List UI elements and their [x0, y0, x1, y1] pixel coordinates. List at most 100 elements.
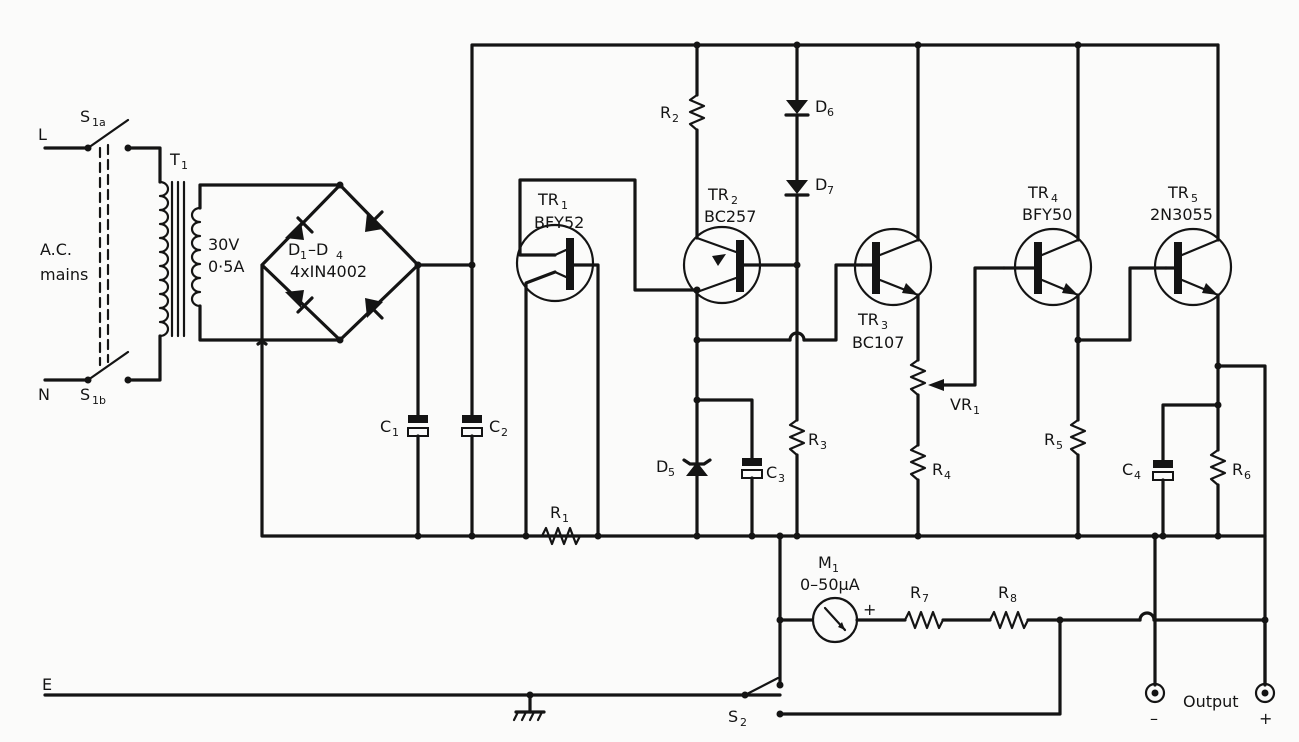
- label-s2-sub: 2: [740, 716, 747, 729]
- label-mains2: mains: [40, 265, 88, 284]
- label-tr5: TR: [1167, 183, 1189, 202]
- label-tr2-sub: 2: [731, 194, 738, 207]
- label-s2: S: [728, 707, 738, 726]
- capacitor-c1: [407, 263, 429, 540]
- label-n: N: [38, 385, 50, 404]
- label-r1: R: [550, 503, 561, 522]
- capacitor-c2: [461, 261, 483, 540]
- label-d7: D: [815, 175, 827, 194]
- label-tr5-sub: 5: [1191, 192, 1198, 205]
- resistor-r6: [1209, 448, 1227, 540]
- label-diode-type: 4xIN4002: [290, 262, 367, 281]
- resistor-r4: [909, 443, 927, 540]
- label-r8: R: [998, 583, 1009, 602]
- label-r7: R: [910, 583, 921, 602]
- label-tr3-type: BC107: [852, 333, 904, 352]
- label-d6-sub: 6: [827, 106, 834, 119]
- label-t1: T: [169, 150, 180, 169]
- label-r2: R: [660, 103, 671, 122]
- resistor-r2: [688, 41, 706, 240]
- label-m1-range: 0–50µA: [800, 575, 860, 594]
- label-s1b: S: [80, 385, 90, 404]
- label-r6-sub: 6: [1244, 469, 1251, 482]
- output-terminals: [1144, 532, 1276, 704]
- label-tr3: TR: [857, 310, 879, 329]
- label-c1: C: [380, 417, 391, 436]
- diode-d7: [784, 180, 810, 422]
- resistor-r8: [988, 610, 1269, 630]
- transistor-tr1: [515, 178, 699, 540]
- diode-d6: [784, 41, 810, 182]
- label-d1-sub: 1: [300, 249, 307, 262]
- label-r1-sub: 1: [562, 512, 569, 525]
- label-c4-sub: 4: [1134, 469, 1141, 482]
- label-tr4-type: BFY50: [1022, 205, 1072, 224]
- transistor-tr3: [853, 41, 933, 362]
- zener-d5: [682, 396, 712, 540]
- transistor-tr2: [682, 225, 801, 538]
- label-r2-sub: 2: [672, 112, 679, 125]
- label-r8-sub: 8: [1010, 592, 1017, 605]
- label-d5-sub: 5: [668, 466, 675, 479]
- label-s1a-sub: 1a: [92, 116, 106, 129]
- label-r4: R: [932, 460, 943, 479]
- label-s1a: S: [80, 107, 90, 126]
- link-tr4-emitter-tr5: [1076, 266, 1168, 342]
- label-sec-volts: 30V: [208, 235, 239, 254]
- label-m1-sub: 1: [832, 562, 839, 575]
- capacitor-c3: [695, 398, 763, 540]
- label-output-minus: –: [1150, 709, 1158, 728]
- label-tr1-sub: 1: [561, 199, 568, 212]
- label-r3-sub: 3: [820, 439, 827, 452]
- label-r6: R: [1232, 460, 1243, 479]
- label-e: E: [42, 675, 52, 694]
- diode-d2: [365, 210, 384, 232]
- label-vr1-sub: 1: [973, 404, 980, 417]
- resistor-r3: [788, 418, 806, 540]
- label-c1-sub: 1: [392, 426, 399, 439]
- meter-m1: [776, 532, 907, 687]
- resistor-r5: [1069, 418, 1087, 540]
- label-sec-amps: 0·5A: [208, 257, 244, 276]
- label-c3: C: [766, 463, 777, 482]
- label-t1-sub: 1: [181, 159, 188, 172]
- rails: [256, 43, 1267, 538]
- label-s1b-sub: 1b: [92, 394, 106, 407]
- label-c4: C: [1122, 460, 1133, 479]
- potentiometer-vr1: [909, 266, 1006, 447]
- capacitor-c4: [1152, 401, 1222, 540]
- label-m1: M: [818, 553, 832, 572]
- label-d4-sub: 4: [336, 249, 343, 262]
- label-d1-d4-mid: –D: [308, 240, 328, 259]
- label-d7-sub: 7: [827, 184, 834, 197]
- labels: L N E A.C. mains S 1a S 1b T 1 30V 0·5A …: [38, 97, 1272, 729]
- label-mains: A.C.: [40, 240, 72, 259]
- link-tr2-emitter-tr3: [693, 263, 864, 344]
- label-l: L: [38, 125, 47, 144]
- label-vr1: VR: [950, 395, 972, 414]
- switch-s2: [741, 618, 1062, 718]
- diode-d4: [365, 298, 384, 320]
- label-r5-sub: 5: [1056, 439, 1063, 452]
- transistor-tr5: [1153, 43, 1267, 687]
- bridge-rectifier: [260, 181, 474, 344]
- label-tr2-type: BC257: [704, 207, 756, 226]
- label-d1-d4: D: [288, 240, 300, 259]
- label-tr1: TR: [537, 190, 559, 209]
- label-tr4-sub: 4: [1051, 192, 1058, 205]
- label-tr3-sub: 3: [881, 319, 888, 332]
- label-m1-plus: +: [863, 600, 876, 619]
- switch-s1: [86, 118, 130, 382]
- label-r7-sub: 7: [922, 592, 929, 605]
- transformer-t1: [126, 146, 342, 382]
- transistor-tr4: [1002, 41, 1093, 422]
- label-r3: R: [808, 430, 819, 449]
- label-tr5-type: 2N3055: [1150, 205, 1213, 224]
- ground-earth: [512, 691, 546, 722]
- label-d5: D: [656, 457, 668, 476]
- label-tr2: TR: [707, 185, 729, 204]
- label-output-plus: +: [1259, 709, 1272, 728]
- label-output: Output: [1183, 692, 1239, 711]
- label-r5: R: [1044, 430, 1055, 449]
